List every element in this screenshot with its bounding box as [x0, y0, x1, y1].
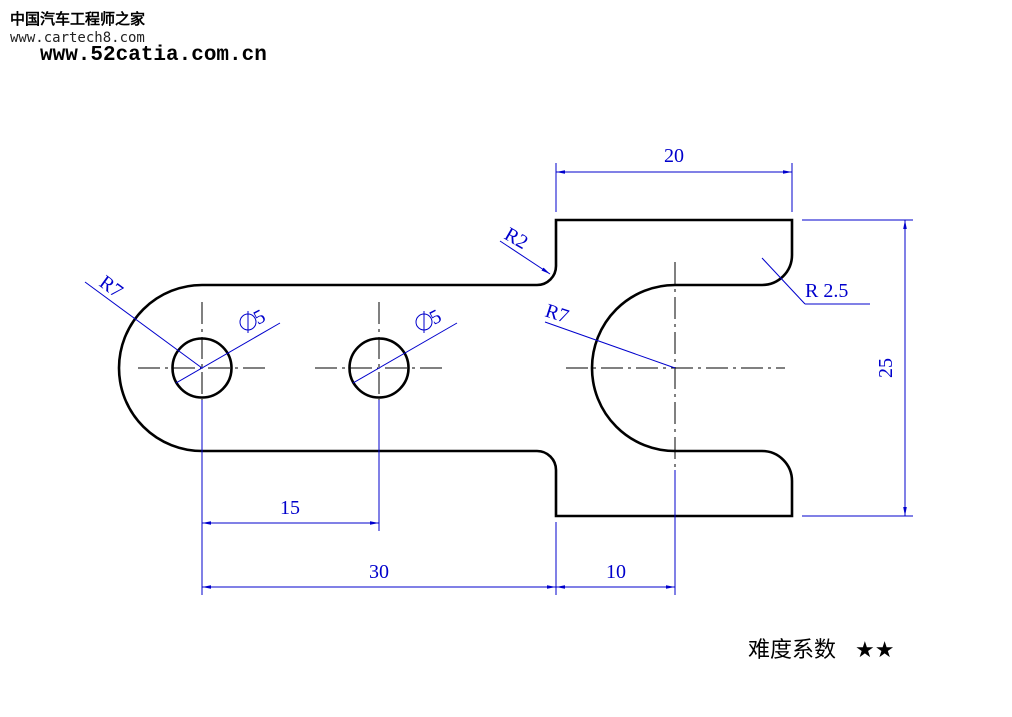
difficulty-stars: ★★: [855, 638, 895, 663]
svg-text:R2: R2: [501, 223, 532, 254]
svg-text:R7: R7: [95, 271, 127, 303]
dim-10: 10: [556, 470, 676, 595]
dim-25: 25: [802, 219, 913, 517]
svg-text:R7: R7: [542, 300, 571, 328]
svg-text:5: 5: [426, 305, 445, 329]
dim-r2-5: R 2.5: [761, 257, 870, 305]
watermark-cn: 中国汽车工程师之家: [10, 10, 146, 28]
svg-text:25: 25: [875, 358, 897, 378]
center-lines: [138, 262, 785, 470]
svg-text:5: 5: [250, 305, 269, 329]
dim-r2: R2: [499, 223, 551, 275]
svg-text:15: 15: [280, 497, 300, 519]
watermark-url-2: www.52catia.com.cn: [40, 44, 267, 67]
dim-dia-hole-2: 5: [352, 305, 458, 384]
svg-text:10: 10: [606, 561, 626, 583]
dim-30: 30: [202, 522, 557, 595]
difficulty-label: 难度系数: [748, 638, 837, 663]
dim-dia-hole-1: 5: [175, 305, 281, 384]
svg-text:20: 20: [664, 145, 684, 167]
svg-text:30: 30: [369, 561, 389, 583]
dim-r7-slot: R7: [542, 300, 676, 369]
dim-15: 15: [201, 400, 380, 595]
svg-text:R 2.5: R 2.5: [805, 280, 848, 302]
dim-20: 20: [555, 145, 793, 212]
watermark-url-1: www.cartech8.com: [10, 30, 145, 46]
difficulty-rating: 难度系数 ★★: [748, 632, 894, 664]
